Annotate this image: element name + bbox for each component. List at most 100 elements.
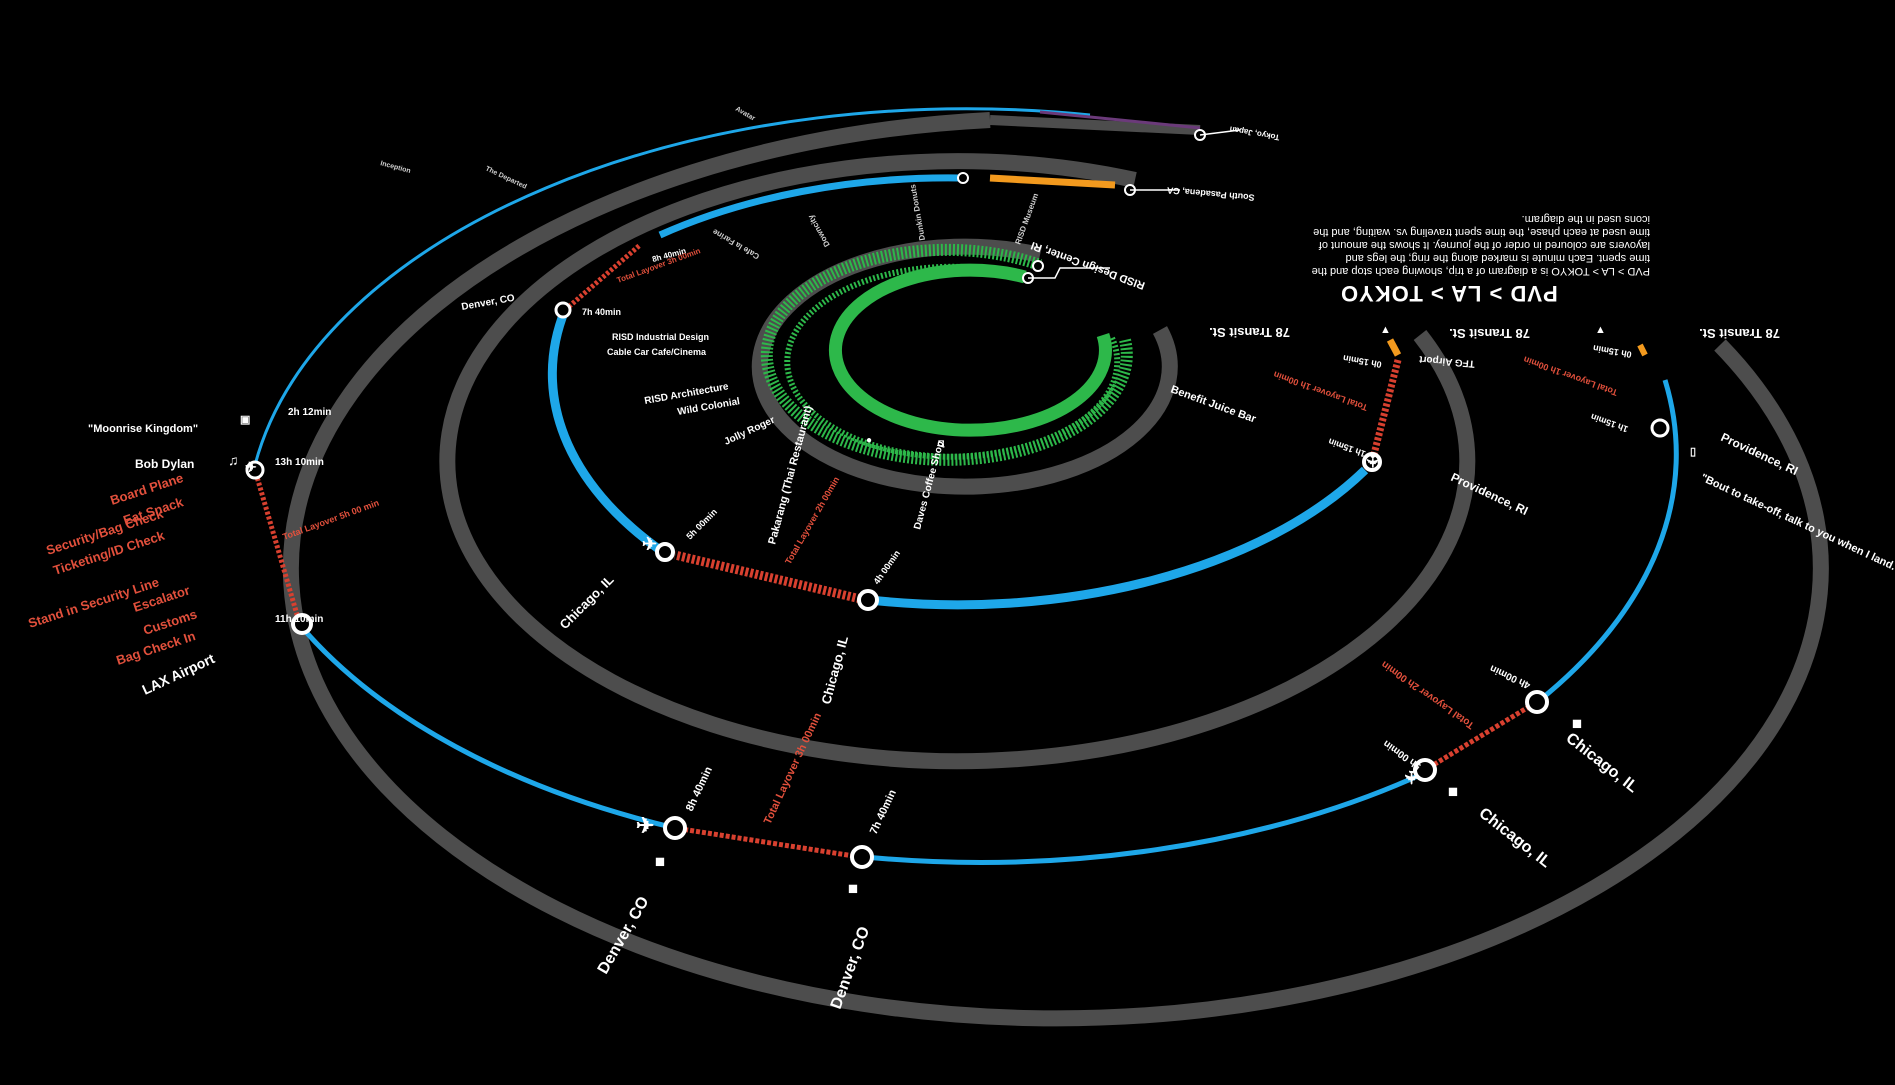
outer-stop-lax-depart bbox=[245, 460, 265, 480]
middle-drive bbox=[1386, 338, 1402, 357]
coffee-icon: ● bbox=[866, 435, 872, 446]
outer-ring bbox=[245, 107, 1829, 1027]
inner-stop-cable-car: Cable Car Cafe/Cinema bbox=[607, 347, 707, 357]
media-moonrise: "Moonrise Kingdom" bbox=[88, 423, 198, 435]
media-labels: Bob Dylan "Moonrise Kingdom" Inception T… bbox=[88, 106, 756, 471]
outer-time-0: 0h 15min bbox=[1592, 343, 1632, 360]
outer-stop-chicago-2 bbox=[1413, 758, 1437, 782]
outer-drive bbox=[1637, 343, 1648, 357]
outer-time-8: 2h 12min bbox=[288, 407, 331, 418]
luggage-icon: ◼ bbox=[1448, 784, 1458, 798]
inner-start-label: 78 Transit St. bbox=[1209, 325, 1290, 340]
outer-stop-denver-1 bbox=[850, 845, 874, 869]
middle-start-label: 78 Transit St. bbox=[1449, 326, 1530, 341]
outer-time-4: 7h 40min bbox=[868, 788, 899, 837]
middle-final-drive bbox=[989, 174, 1116, 189]
middle-time-0: 0h 15min bbox=[1342, 353, 1382, 370]
plane-icon: ✈ bbox=[1363, 455, 1380, 468]
media-avatar: Avatar bbox=[734, 106, 756, 123]
media-departed: The Departed bbox=[484, 165, 528, 190]
outer-flight-3 bbox=[298, 623, 676, 831]
car-icon: ▲ bbox=[1595, 324, 1606, 336]
outer-chicago-1-label: Chicago, IL bbox=[1563, 730, 1642, 797]
outer-time-6: 11h 10min bbox=[275, 614, 323, 625]
middle-chicago-1-label: Chicago, IL bbox=[557, 572, 617, 632]
middle-time-3: 4h 00min bbox=[871, 548, 902, 586]
plane-icon: ✈ bbox=[1401, 770, 1421, 785]
outer-time-3: 5h 00min bbox=[1382, 738, 1424, 772]
inner-ring bbox=[751, 238, 1178, 495]
middle-flight-1 bbox=[869, 466, 1369, 610]
film-icon: ▣ bbox=[240, 414, 250, 426]
diagram-description: PVD > LA > TOKYO is a diagram of a trip,… bbox=[1311, 213, 1650, 277]
outer-flight-4 bbox=[253, 107, 1091, 466]
inner-stop-start bbox=[1032, 260, 1044, 272]
outer-stop-lax bbox=[291, 613, 313, 635]
middle-layover-1-label: Total Layover 1h 00min bbox=[1272, 369, 1369, 412]
inner-stop-benefit: Benefit Juice Bar bbox=[1169, 384, 1258, 426]
outer-note-label: "Bout to take-off, talk to you when I la… bbox=[1699, 472, 1895, 575]
inner-track bbox=[751, 238, 1178, 495]
phone-icon: ▯ bbox=[1690, 446, 1696, 458]
outer-tail-track bbox=[989, 115, 1201, 135]
plane-icon: ✈ bbox=[245, 459, 257, 475]
middle-stop-providence bbox=[1362, 452, 1382, 472]
icons: ✈ ✈ ✈ ✈ ✈ ♫ ▣ ◼ ◼ ◼ ◼ ▲ ▲ ● ◘ ▯ bbox=[228, 324, 1696, 895]
outer-layover-2 bbox=[674, 825, 861, 860]
outer-stop-chicago-1 bbox=[1525, 690, 1549, 714]
outer-tokyo-label: Tokyo, Japan bbox=[1229, 124, 1280, 142]
outer-layover-3-label: Total Layover 3h 00min bbox=[762, 711, 824, 826]
plane-icon: ✈ bbox=[636, 813, 654, 838]
inner-end-label: RISD Design Center, RI bbox=[1029, 239, 1146, 291]
middle-layover-1 bbox=[1368, 359, 1402, 463]
outer-time-5: 8h 40min bbox=[684, 765, 715, 814]
leader-lines bbox=[1028, 129, 1241, 279]
inner-walk-solid bbox=[828, 263, 1112, 437]
inner-stop-museum: RISD Museum bbox=[1013, 192, 1040, 246]
outer-stop-providence bbox=[1650, 418, 1670, 438]
outer-layover-3 bbox=[252, 469, 303, 626]
outer-layover-2-label: Total Layover 2h 00min bbox=[1380, 658, 1477, 730]
outer-start-label: 78 Transit St. bbox=[1699, 326, 1780, 341]
middle-time-2: 5h 00min bbox=[684, 507, 719, 542]
inner-stop-dunkin: Dunkin Donuts bbox=[908, 183, 927, 241]
inner-stop-farine: Cafe la Farine bbox=[711, 227, 761, 261]
media-bob-dylan: Bob Dylan bbox=[135, 457, 194, 471]
plane-icon: ✈ bbox=[642, 534, 657, 554]
inner-stop-risd-id: RISD Industrial Design bbox=[612, 332, 709, 342]
middle-chicago-2-label: Chicago, IL bbox=[818, 634, 851, 706]
luggage-icon: ◼ bbox=[1572, 716, 1582, 730]
middle-stop-chicago-1 bbox=[655, 542, 675, 562]
media-inception: Inception bbox=[379, 160, 411, 175]
middle-stop-tfg bbox=[957, 172, 969, 184]
inner-walk-ticks-2 bbox=[784, 263, 1121, 460]
outer-time-7: 13h 10min bbox=[275, 457, 324, 468]
middle-airport-label: TFG Airport bbox=[1418, 353, 1475, 369]
outer-flight-1 bbox=[1538, 379, 1679, 702]
outer-final-leg bbox=[1039, 110, 1201, 130]
outer-chicago-2-label: Chicago, IL bbox=[1476, 805, 1555, 872]
inner-stop-jolly: Jolly Roger bbox=[723, 415, 777, 448]
outer-stop-denver-2 bbox=[663, 816, 687, 840]
music-note-icon: ♫ bbox=[228, 452, 239, 468]
car-icon: ▲ bbox=[1380, 324, 1391, 336]
luggage-icon: ◼ bbox=[848, 881, 858, 895]
middle-time-4: 7h 40min bbox=[582, 307, 621, 317]
middle-la-label: South Pasadena, CA bbox=[1166, 185, 1255, 203]
diagram-title: PVD > LA > TOKYO bbox=[1340, 281, 1558, 306]
outer-layover-1-label: Total Layover 1h 00min bbox=[1522, 354, 1619, 397]
middle-time-1: 1h 15min bbox=[1327, 436, 1367, 459]
middle-track bbox=[439, 153, 1476, 770]
outer-time-1: 1h 15min bbox=[1589, 412, 1629, 435]
lax-steps: Board Plane Eat Snack Security/Bag Check… bbox=[26, 470, 199, 668]
middle-layover-3 bbox=[563, 243, 642, 312]
outer-layover-1 bbox=[1423, 697, 1542, 773]
middle-stop-chicago-2 bbox=[857, 589, 879, 611]
middle-layover-2 bbox=[673, 550, 867, 605]
outer-flight-2 bbox=[864, 772, 1422, 865]
middle-ring bbox=[439, 153, 1476, 770]
middle-flight-2 bbox=[547, 308, 663, 554]
outer-track bbox=[282, 112, 1829, 1027]
